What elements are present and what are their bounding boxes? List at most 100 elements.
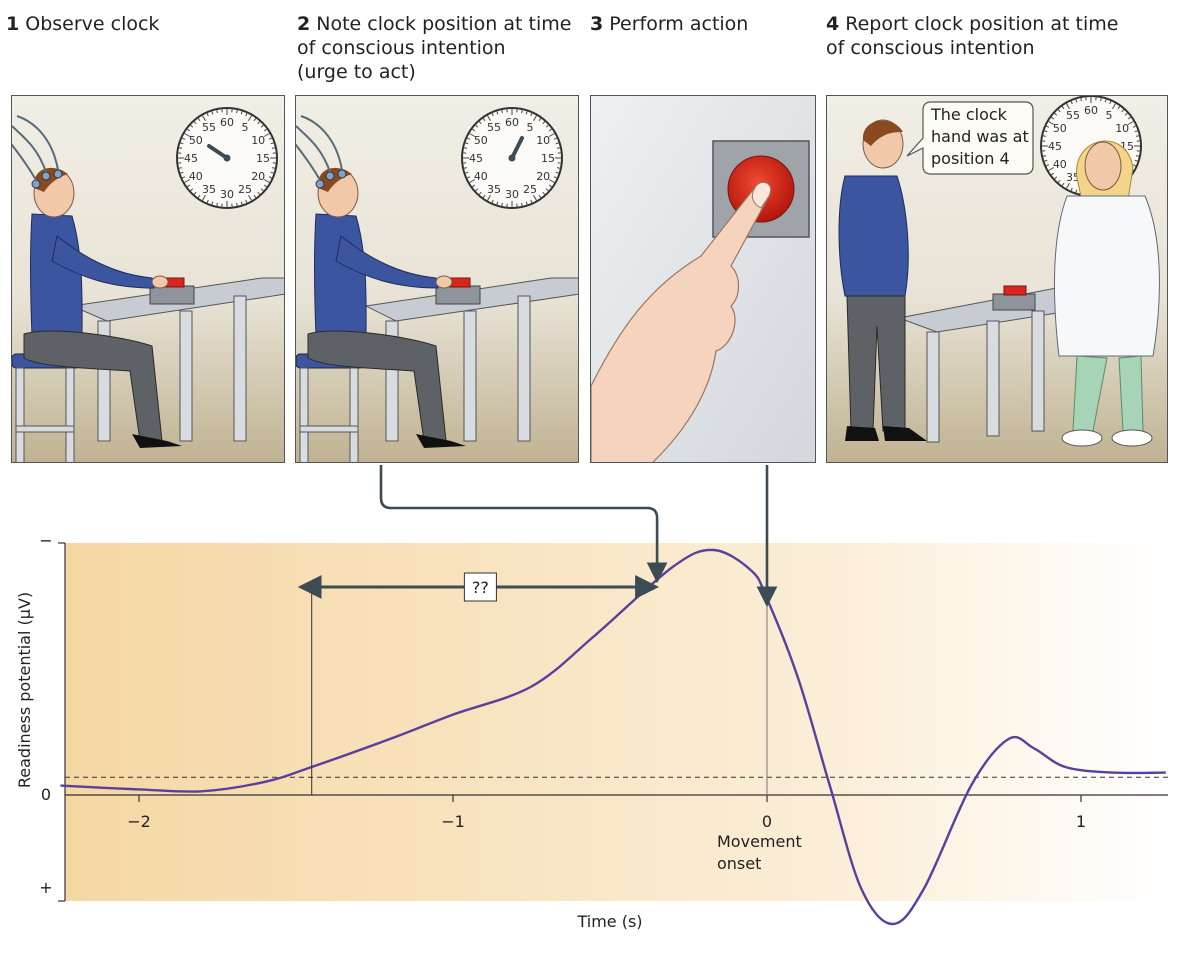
clock-tick bbox=[1066, 182, 1070, 189]
clock-tick bbox=[491, 113, 494, 117]
clock-tick bbox=[1135, 155, 1140, 157]
chart-background bbox=[65, 543, 1168, 901]
clock-number: 5 bbox=[242, 121, 249, 134]
clock-tick bbox=[1134, 130, 1138, 133]
clock-tick bbox=[555, 142, 559, 145]
x-tick-label: −1 bbox=[441, 812, 465, 831]
speech-bubble-line1: The clock bbox=[930, 105, 1008, 124]
clock-tick bbox=[530, 199, 533, 203]
clock-tick bbox=[190, 188, 194, 192]
clock-tick bbox=[1109, 101, 1112, 105]
clock-tick bbox=[268, 137, 272, 140]
clock-tick bbox=[236, 202, 238, 207]
clock-tick bbox=[478, 121, 482, 125]
clock-tick bbox=[211, 111, 214, 115]
clock-tick bbox=[1046, 125, 1050, 128]
step-2-title: Note clock position at time bbox=[316, 13, 572, 35]
button-box bbox=[149, 277, 195, 305]
clock-number: 25 bbox=[523, 183, 537, 196]
step-3-number: 3 bbox=[590, 13, 604, 35]
clock-tick bbox=[1051, 116, 1055, 120]
clock-tick bbox=[501, 202, 503, 207]
clock-tick bbox=[216, 109, 218, 114]
clock-tick bbox=[1042, 135, 1047, 137]
clock-tick bbox=[555, 171, 559, 174]
clock-tick bbox=[257, 191, 261, 195]
clock-number: 55 bbox=[202, 121, 216, 134]
clock-tick bbox=[1100, 97, 1102, 102]
clock-number: 15 bbox=[541, 152, 555, 165]
clock-tick bbox=[263, 179, 270, 183]
clock-tick bbox=[263, 133, 270, 137]
clock-number: 60 bbox=[505, 116, 519, 129]
clock-number: 40 bbox=[474, 170, 488, 183]
clock-tick bbox=[472, 128, 476, 132]
clock-tick bbox=[197, 118, 201, 122]
clock-tick bbox=[487, 115, 491, 122]
clock-tick bbox=[245, 199, 248, 203]
clock-tick bbox=[271, 167, 276, 169]
clock-number: 40 bbox=[189, 170, 203, 183]
x-tick-label: 1 bbox=[1076, 812, 1086, 831]
clock-tick bbox=[1044, 159, 1048, 162]
clock-tick bbox=[1127, 116, 1131, 120]
clock-tick bbox=[1075, 189, 1078, 193]
step-2-number: 2 bbox=[297, 13, 311, 35]
clock-tick bbox=[178, 147, 183, 149]
clock-tick bbox=[236, 109, 238, 114]
clock-tick bbox=[206, 199, 209, 203]
clock-number: 25 bbox=[238, 183, 252, 196]
clock-tick bbox=[475, 188, 479, 192]
clock-tick bbox=[530, 113, 533, 117]
x-axis-label: Time (s) bbox=[576, 912, 642, 931]
clock-tick bbox=[465, 171, 469, 174]
clock-number: 30 bbox=[220, 188, 234, 201]
clock-tick bbox=[1132, 125, 1136, 128]
clock-tick bbox=[491, 199, 494, 203]
clock-tick bbox=[463, 147, 468, 149]
clock-tick bbox=[180, 171, 184, 174]
clock-number: 50 bbox=[189, 134, 203, 147]
step-2-title-line3: (urge to act) bbox=[297, 61, 416, 83]
clock-tick bbox=[257, 121, 261, 125]
clock-tick bbox=[487, 194, 491, 201]
clock-tick bbox=[469, 179, 476, 183]
speech-bubble: The clock hand was at position 4 bbox=[906, 101, 1034, 175]
clock-tick bbox=[240, 111, 243, 115]
clock-tick bbox=[193, 191, 197, 195]
clock-number: 45 bbox=[184, 152, 198, 165]
clock-tick bbox=[496, 201, 499, 205]
x-tick-label: 0 bbox=[762, 812, 772, 831]
clock-tick bbox=[482, 118, 486, 122]
clock-tick bbox=[1061, 182, 1065, 186]
clock-tick bbox=[521, 202, 523, 207]
clock-tick bbox=[1070, 187, 1073, 191]
clock-tick bbox=[187, 128, 191, 132]
step-3-title: Perform action bbox=[609, 13, 749, 35]
clock-tick bbox=[1044, 130, 1048, 133]
movement-onset-label-line2: onset bbox=[717, 854, 761, 873]
clock-tick bbox=[521, 109, 523, 114]
clock-tick bbox=[542, 121, 546, 125]
clock-tick bbox=[467, 176, 471, 179]
movement-onset-label-line1: Movement bbox=[717, 832, 802, 851]
clock-tick bbox=[548, 179, 555, 183]
clock-tick bbox=[182, 137, 186, 140]
clock-tick bbox=[263, 184, 267, 188]
clock-number: 60 bbox=[220, 116, 234, 129]
clock-tick bbox=[542, 191, 546, 195]
step-1-number: 1 bbox=[6, 13, 20, 35]
speech-bubble-line3: position 4 bbox=[931, 149, 1010, 168]
clock-tick bbox=[465, 142, 469, 145]
clock-number: 55 bbox=[1066, 109, 1080, 122]
clock-number: 45 bbox=[1048, 140, 1062, 153]
clock-tick bbox=[182, 176, 186, 179]
clock-tick bbox=[1046, 164, 1050, 167]
clock-tick bbox=[533, 115, 537, 122]
clock-tick bbox=[548, 184, 552, 188]
clock-number: 30 bbox=[505, 188, 519, 201]
experimenter-person bbox=[1053, 140, 1160, 447]
clock-tick bbox=[1042, 155, 1047, 157]
